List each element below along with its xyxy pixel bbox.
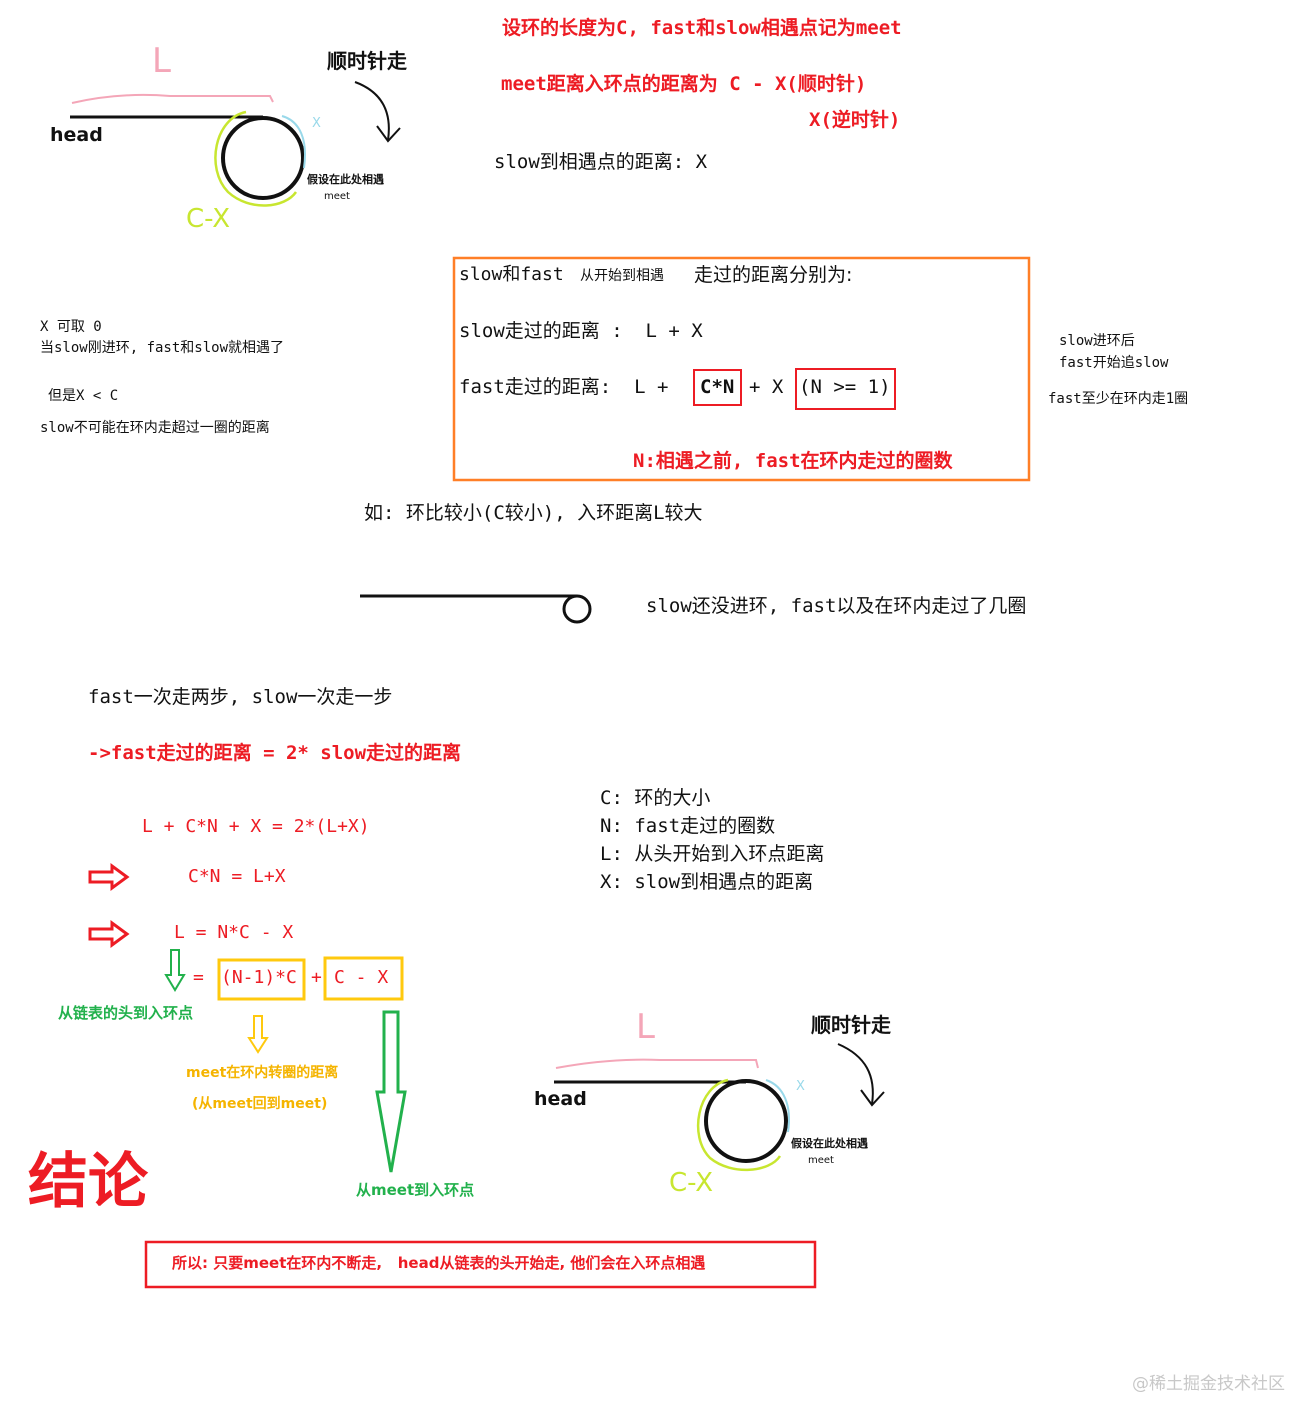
legend-l: L: 从头开始到入环点距离	[600, 843, 825, 865]
cx-arc-lime	[214, 110, 298, 207]
box-title-b: 从开始到相遇	[580, 268, 664, 284]
right-note-3: fast至少在环内走1圈	[1048, 391, 1189, 407]
x-arc-skyblue	[281, 115, 306, 169]
box-title-a: slow和fast	[459, 264, 564, 285]
cx-label-bottom: C-X	[669, 1168, 714, 1198]
n-condition: (N >= 1)	[799, 376, 891, 398]
equation-4-plus: +	[311, 967, 322, 988]
green-down-arrow-small	[164, 949, 186, 992]
green-down-arrow-big	[375, 1010, 407, 1173]
box-title-c: 走过的距离分别为:	[694, 264, 853, 286]
legend-n: N: fast走过的圈数	[600, 815, 776, 837]
l-bracket-pink	[71, 93, 274, 104]
n-condition-box	[795, 368, 896, 410]
x-arc-skyblue-2	[765, 1079, 790, 1133]
meet-label-bottom: meet	[808, 1155, 834, 1166]
conclusion-title: 结论	[28, 1147, 148, 1217]
x-less-note: 但是X < C	[48, 388, 119, 404]
implies-arrow-2	[88, 920, 130, 948]
head-label-bottom: head	[534, 1088, 587, 1110]
equation-3: L = N*C - X	[174, 922, 294, 943]
watermark: @稀土掘金技术社区	[1132, 1374, 1285, 1394]
conclusion-box-border	[144, 1240, 817, 1289]
equation-4-equals: =	[193, 967, 204, 988]
intro-line3: X(逆时针)	[809, 109, 901, 131]
example-diagram	[360, 594, 592, 624]
cx-label-top: C-X	[186, 204, 231, 234]
clockwise-arrow-head	[376, 125, 401, 143]
clockwise-label-bottom: 顺时针走	[811, 1013, 891, 1037]
intro-line2: meet距离入环点的距离为 C - X(顺时针)	[501, 73, 867, 95]
meet-note-bottom: 假设在此处相遇	[791, 1137, 868, 1150]
example-circle	[562, 594, 592, 624]
head-label-top: head	[50, 124, 103, 146]
fast-distance-mid: + X	[749, 376, 784, 398]
implies-text: ->fast走过的距离 = 2* slow走过的距离	[88, 742, 462, 764]
legend-c: C: 环的大小	[600, 787, 711, 809]
linked-list-diagram-top	[70, 81, 401, 207]
term-a-box	[217, 958, 306, 1001]
cn-term-box	[693, 369, 742, 406]
clockwise-arrow-curve	[354, 81, 390, 141]
equation-4-term-a: (N-1)*C	[221, 967, 297, 988]
right-note-1: slow进环后	[1059, 333, 1135, 349]
l-label-bottom: L	[636, 1007, 655, 1047]
x-label-bottom: X	[796, 1079, 805, 1094]
step-text: fast一次走两步, slow一次走一步	[88, 686, 393, 708]
intro-line4: slow到相遇点的距离: X	[494, 151, 708, 173]
clockwise-arrow-head-2	[860, 1089, 885, 1107]
clockwise-label-top: 顺时针走	[327, 49, 407, 73]
linked-list-diagram-bottom	[554, 1043, 885, 1171]
conclusion-text: 所以: 只要meet在环内不断走, head从链表的头开始走, 他们会在入环点相…	[172, 1254, 706, 1272]
x-label-top: X	[312, 116, 321, 131]
meet-to-entry-note: 从meet到入环点	[356, 1181, 475, 1199]
l-label-top: L	[152, 41, 171, 81]
example-caption: slow还没进环, fast以及在环内走过了几圈	[646, 595, 1027, 617]
equation-4-term-b: C - X	[334, 967, 389, 988]
x-zero-reason: 当slow刚进环, fast和slow就相遇了	[40, 340, 285, 356]
yellow-down-arrow	[247, 1015, 269, 1054]
term-b-box	[323, 956, 404, 1001]
cx-arc-lime-2	[696, 1078, 782, 1171]
equation-2: C*N = L+X	[188, 866, 286, 887]
clockwise-arrow-curve-2	[837, 1043, 874, 1105]
example-text: 如: 环比较小(C较小), 入环距离L较大	[364, 502, 703, 524]
meet-loop-note: meet在环内转圈的距离	[186, 1065, 339, 1081]
fast-distance-prefix: fast走过的距离: L +	[459, 376, 669, 398]
meet-loop-note-2: (从meet回到meet)	[192, 1096, 328, 1112]
implies-arrow-1	[88, 863, 130, 891]
equation-1: L + C*N + X = 2*(L+X)	[142, 816, 370, 837]
fast-cn-term: C*N	[700, 376, 735, 398]
cycle-circle	[221, 116, 305, 200]
l-bracket-pink-2	[555, 1058, 759, 1069]
cycle-circle-2	[704, 1079, 788, 1163]
slow-distance-line: slow走过的距离 : L + X	[459, 320, 703, 342]
distance-box-border	[452, 256, 1031, 482]
head-to-entry-note: 从链表的头到入环点	[58, 1004, 194, 1022]
n-explanation: N:相遇之前, fast在环内走过的圈数	[633, 450, 953, 472]
x-less-reason: slow不可能在环内走超过一圈的距离	[40, 420, 270, 436]
x-zero-note: X 可取 0	[40, 319, 102, 335]
meet-note-top: 假设在此处相遇	[307, 173, 384, 186]
meet-label-top: meet	[324, 191, 350, 202]
legend-x: X: slow到相遇点的距离	[600, 871, 814, 893]
right-note-2: fast开始追slow	[1059, 355, 1169, 371]
intro-line1: 设环的长度为C, fast和slow相遇点记为meet	[502, 17, 902, 39]
